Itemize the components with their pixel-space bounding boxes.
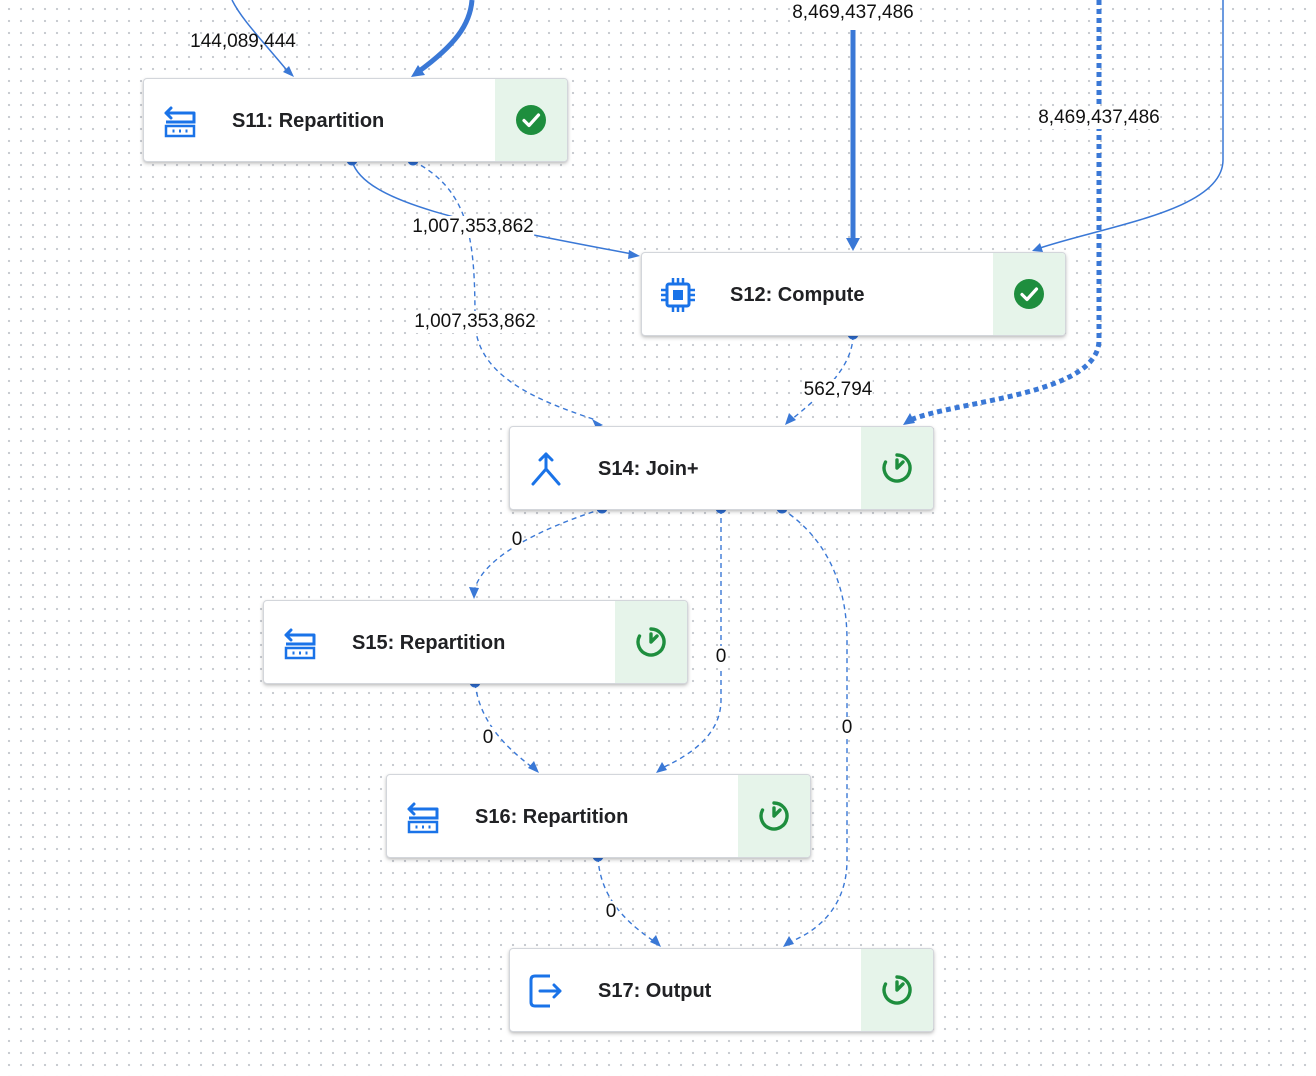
node-s12-compute[interactable]: S12: Compute: [641, 252, 1066, 336]
edge-arrowhead: [469, 587, 479, 599]
edge-label-s11-to-s14: 1,007,353,862: [414, 311, 536, 333]
node-s15-repartition[interactable]: S15: Repartition: [263, 600, 688, 684]
edge-arrowhead: [283, 66, 294, 77]
edge-arrowhead: [785, 413, 796, 425]
node-s17-output[interactable]: S17: Output: [509, 948, 934, 1032]
edge-s11-to-s14: [412, 160, 597, 421]
edge-arrowhead: [1032, 243, 1043, 252]
edge-arrowhead: [628, 250, 640, 259]
check-circle-icon: [1014, 279, 1044, 309]
edge-label-s14-to-s15: 0: [511, 529, 523, 551]
edge-into-s11-thin: [231, 0, 291, 75]
edge-s14-to-s17: [781, 508, 848, 943]
compute-chip-icon: [661, 278, 695, 312]
check-circle-icon: [516, 105, 546, 135]
edge-s11-to-s12: [351, 160, 633, 255]
edge-label-s14-to-s17: 0: [841, 717, 853, 739]
edge-arrowhead: [846, 238, 860, 251]
edge-s16-to-s17: [597, 856, 656, 943]
node-title: S14: Join+: [598, 458, 699, 480]
edge-arrowhead: [903, 413, 915, 425]
node-title: S11: Repartition: [232, 110, 385, 132]
edge-label-s16-to-s17: 0: [605, 901, 617, 923]
edge-label-into-s12-top: 8,469,437,486: [792, 2, 914, 24]
edge-arrowhead: [656, 762, 667, 773]
repartition-icon: [284, 628, 316, 660]
edge-s15-to-s16: [474, 682, 534, 769]
status-running: [861, 949, 933, 1031]
node-title: S16: Repartition: [475, 806, 629, 828]
edge-arrowhead: [650, 935, 661, 947]
status-running: [861, 427, 933, 509]
running-progress-icon: [759, 801, 789, 831]
node-s16-repartition[interactable]: S16: Repartition: [386, 774, 811, 858]
running-progress-icon: [882, 975, 912, 1005]
node-s11-repartition[interactable]: S11: Repartition: [143, 78, 568, 162]
repartition-icon: [164, 106, 196, 138]
status-running: [738, 775, 810, 857]
edge-into-s12-right: [1039, 0, 1224, 249]
status-success: [993, 253, 1065, 335]
edge-arrowhead: [411, 65, 425, 77]
edge-arrowhead: [592, 419, 603, 428]
join-icon: [531, 452, 561, 486]
node-title: S17: Output: [598, 980, 712, 1002]
node-s14-join[interactable]: S14: Join+: [509, 426, 934, 510]
edge-arrowhead: [528, 761, 539, 773]
status-running: [615, 601, 687, 683]
output-icon: [529, 974, 562, 1008]
edge-label-s12-to-s14: 562,794: [803, 379, 873, 401]
edge-s12-to-s14: [790, 334, 854, 421]
running-progress-icon: [882, 453, 912, 483]
node-title: S12: Compute: [730, 284, 865, 306]
node-title: S15: Repartition: [352, 632, 506, 654]
edge-label-s15-to-s16: 0: [482, 727, 494, 749]
running-progress-icon: [636, 627, 666, 657]
edge-label-into-s12-right: 8,469,437,486: [1038, 107, 1160, 129]
status-success: [495, 79, 567, 161]
repartition-icon: [407, 802, 439, 834]
edge-into-s11-thick: [416, 0, 475, 75]
edge-label-into-s11: 144,089,444: [190, 31, 296, 52]
edge-label-s11-to-s12: 1,007,353,862: [412, 216, 534, 238]
edge-s14-to-s15: [473, 508, 603, 593]
edge-label-s14-to-s16: 0: [715, 646, 727, 668]
edge-into-s14-right: [909, 0, 1102, 423]
edge-s14-to-s16: [661, 509, 722, 769]
edge-arrowhead: [783, 936, 794, 947]
